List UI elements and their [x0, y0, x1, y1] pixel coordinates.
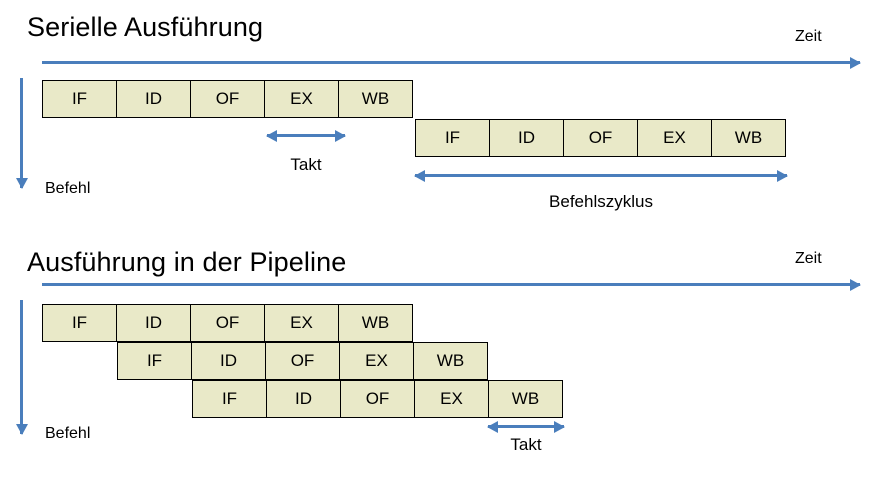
stage-cell: ID: [266, 380, 341, 418]
stage-cell: WB: [338, 304, 413, 342]
stage-cell: IF: [192, 380, 267, 418]
stage-cell: EX: [339, 342, 414, 380]
stage-cell: EX: [264, 80, 339, 118]
stage-cell: WB: [338, 80, 413, 118]
table-row: IF ID OF EX WB: [192, 380, 563, 418]
time-axis-label-serial: Zeit: [795, 28, 822, 45]
stage-cell: OF: [340, 380, 415, 418]
measure-label-befehlszyklus: Befehlszyklus: [549, 192, 653, 211]
measure-label-takt-pipeline: Takt: [510, 435, 542, 454]
measure-arrow-takt-serial: [267, 134, 345, 137]
stage-cell: WB: [413, 342, 488, 380]
time-axis-pipeline: [42, 283, 860, 286]
measure-label-takt-serial: Takt: [290, 155, 322, 174]
instruction-axis-serial: [20, 78, 23, 188]
stage-cell: IF: [42, 304, 117, 342]
stage-cell: IF: [42, 80, 117, 118]
instruction-axis-label-serial: Befehl: [45, 180, 91, 197]
section-title-pipeline: Ausführung in der Pipeline: [27, 247, 347, 277]
stage-cell: OF: [190, 80, 265, 118]
measure-arrow-takt-pipeline: [488, 425, 564, 428]
measure-arrow-befehlszyklus: [415, 174, 787, 177]
instruction-axis-pipeline: [20, 300, 23, 434]
instruction-axis-label-pipeline: Befehl: [45, 425, 91, 442]
table-row: IF ID OF EX WB: [117, 342, 488, 380]
stage-cell: EX: [414, 380, 489, 418]
table-row: IF ID OF EX WB: [42, 80, 413, 118]
stage-cell: ID: [116, 80, 191, 118]
stage-cell: OF: [265, 342, 340, 380]
table-row: IF ID OF EX WB: [42, 304, 413, 342]
stage-cell: ID: [489, 119, 564, 157]
stage-cell: EX: [637, 119, 712, 157]
time-axis-label-pipeline: Zeit: [795, 250, 822, 267]
section-title-serial: Serielle Ausführung: [27, 12, 264, 42]
table-row: IF ID OF EX WB: [415, 119, 786, 157]
stage-cell: OF: [563, 119, 638, 157]
stage-cell: IF: [415, 119, 490, 157]
stage-cell: WB: [711, 119, 786, 157]
stage-cell: ID: [191, 342, 266, 380]
time-axis-serial: [42, 61, 860, 64]
stage-cell: IF: [117, 342, 192, 380]
stage-cell: WB: [488, 380, 563, 418]
stage-cell: ID: [116, 304, 191, 342]
stage-cell: EX: [264, 304, 339, 342]
stage-cell: OF: [190, 304, 265, 342]
